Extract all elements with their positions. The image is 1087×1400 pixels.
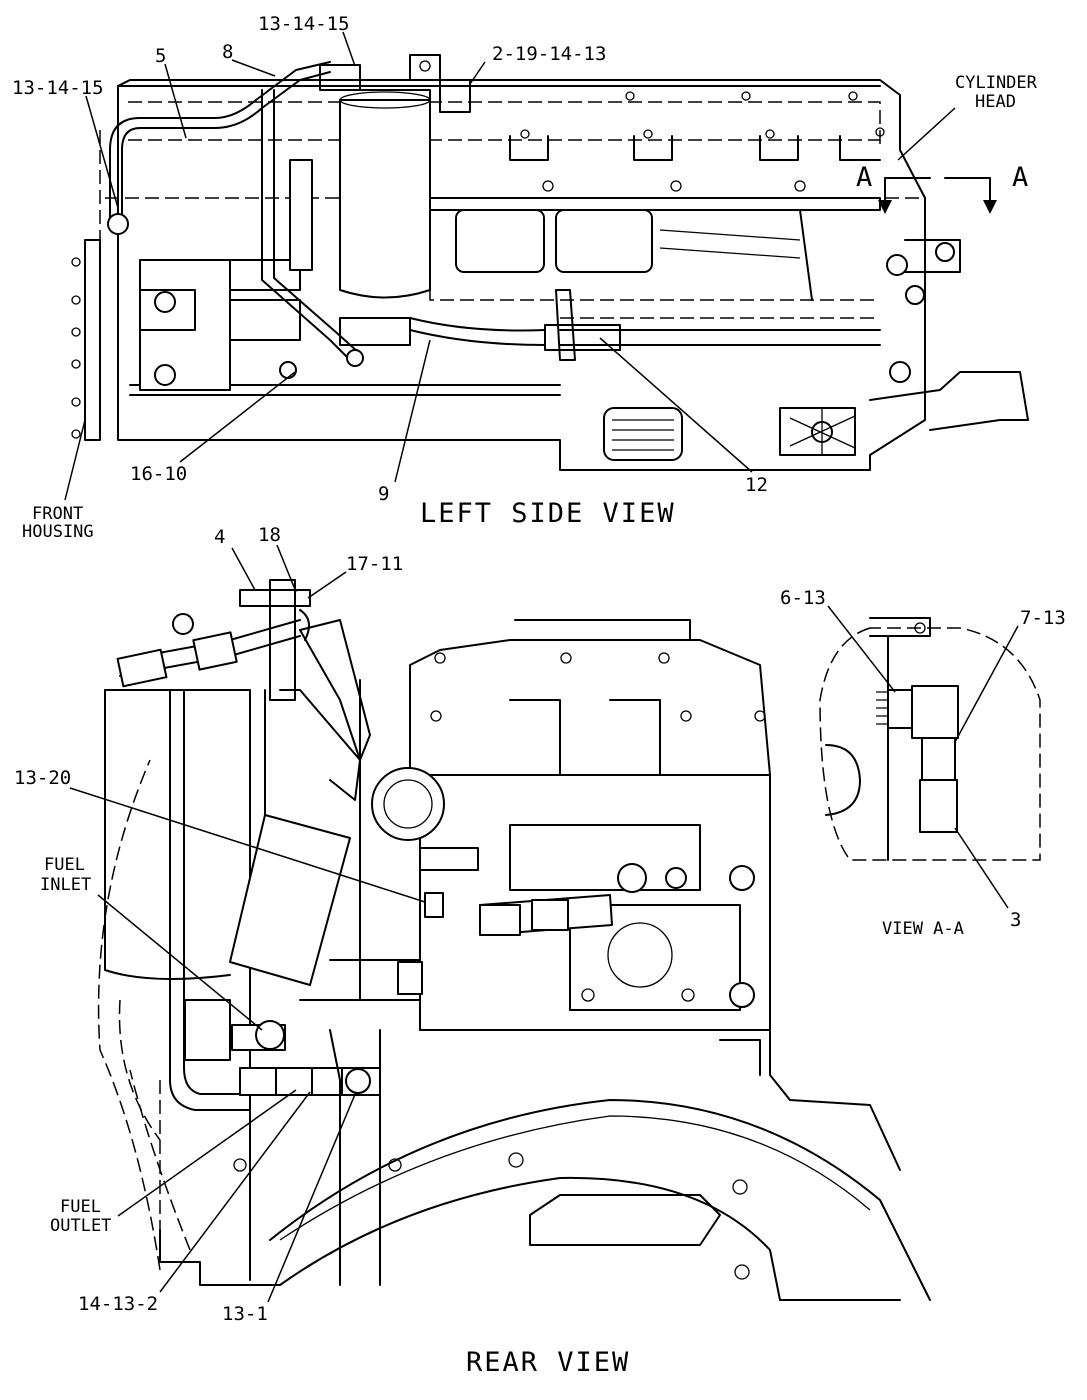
left-side-view	[71, 54, 1029, 471]
callout-12: 12	[745, 474, 768, 496]
section-view-a-a	[819, 617, 1041, 861]
callout-13-14-15-left: 13-14-15	[12, 77, 104, 99]
callout-13-14-15-top: 13-14-15	[258, 13, 350, 35]
callout-5: 5	[155, 45, 166, 67]
note-cylinder-head-line2: HEAD	[975, 92, 1016, 112]
callout-13-1: 13-1	[222, 1303, 268, 1325]
callout-4: 4	[214, 526, 225, 548]
callout-9: 9	[378, 483, 389, 505]
left-view-leaders	[64, 31, 956, 501]
callout-17-11: 17-11	[346, 553, 403, 575]
view-title-left-side: LEFT SIDE VIEW	[420, 498, 676, 529]
section-marker-right: A	[1012, 162, 1028, 193]
note-fuel-outlet-line1: FUEL	[60, 1197, 101, 1217]
callout-18: 18	[258, 524, 281, 546]
section-view-leaders	[827, 605, 1019, 909]
note-fuel-outlet-line2: OUTLET	[50, 1216, 111, 1236]
rear-view-leaders	[69, 544, 426, 1303]
note-fuel-inlet-line2: INLET	[40, 875, 91, 895]
note-fuel-inlet-line1: FUEL	[44, 855, 85, 875]
callout-7-13: 7-13	[1020, 607, 1066, 629]
callout-14-13-2: 14-13-2	[78, 1293, 158, 1315]
callout-16-10: 16-10	[130, 463, 187, 485]
callout-6-13: 6-13	[780, 587, 826, 609]
view-title-section-a-a: VIEW A-A	[882, 919, 964, 939]
callout-8: 8	[222, 41, 233, 63]
view-title-rear: REAR VIEW	[466, 1347, 630, 1378]
rear-view	[97, 579, 931, 1301]
note-front-housing-line2: HOUSING	[22, 522, 94, 542]
callout-2-19-14-13: 2-19-14-13	[492, 43, 606, 65]
callout-13-20: 13-20	[14, 767, 71, 789]
note-front-housing-line1: FRONT	[32, 504, 83, 524]
callout-3: 3	[1010, 909, 1021, 931]
note-cylinder-head-line1: CYLINDER	[955, 73, 1038, 93]
section-marker-left: A	[856, 162, 872, 193]
